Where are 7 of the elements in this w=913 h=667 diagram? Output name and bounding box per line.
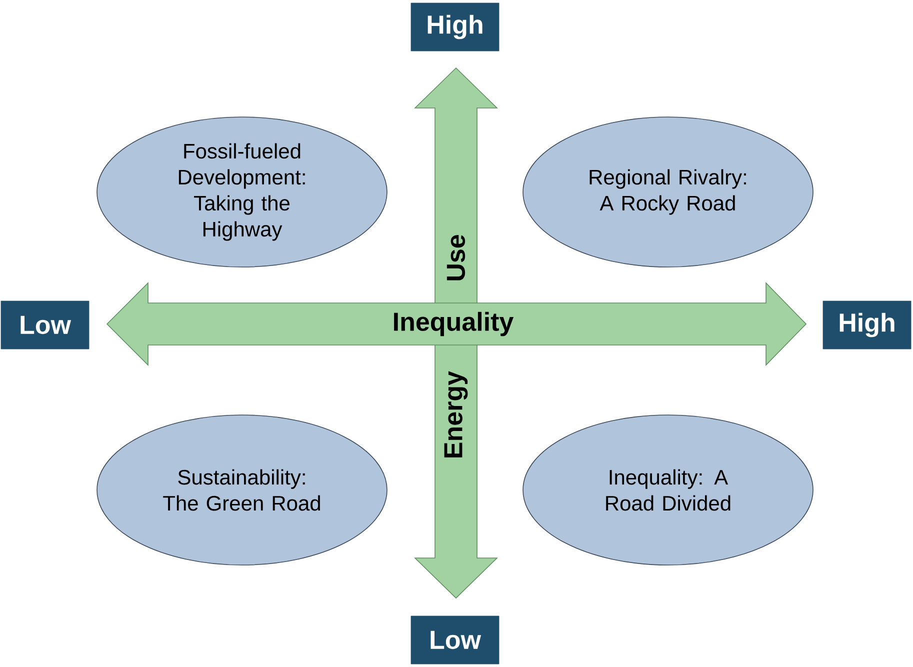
axis-end-box: Low	[410, 616, 500, 664]
axis-end-box: High	[410, 2, 500, 52]
axis-end-box: High	[822, 300, 912, 350]
axis-end-box: Low	[0, 300, 90, 350]
axis-label: Use	[446, 235, 466, 280]
axis-label: Inequality	[394, 312, 514, 336]
axis-label: Energy	[444, 371, 468, 458]
